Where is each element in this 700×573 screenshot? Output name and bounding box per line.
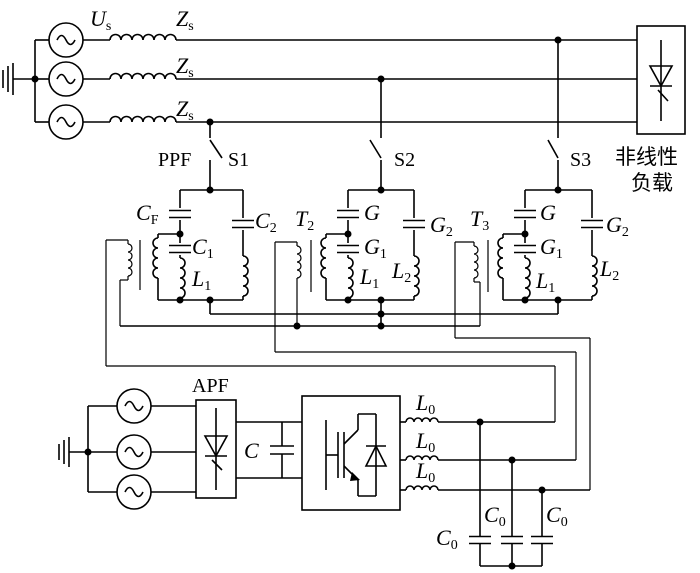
filter3-transformer-winding-icon [473, 245, 479, 279]
filter3-ind-l2-icon [591, 255, 598, 297]
output-inductor-c-icon [405, 485, 439, 491]
filter1-ind-l1-icon [179, 257, 186, 299]
ppf-switches: S1 S2 S3 PPF [158, 40, 591, 190]
filter3-cap-g1-icon [513, 244, 537, 254]
filter2-cap-g2-icon [402, 219, 426, 229]
filter2-g1-label: G1 [364, 234, 387, 262]
apf-source-phase-a-icon [116, 388, 152, 424]
inverter [301, 395, 401, 511]
filter2-g2-label: G2 [430, 212, 453, 240]
switch-s3-blade [547, 139, 559, 159]
grid-ground-icon [2, 63, 35, 95]
filter1-c2-label: C2 [255, 208, 277, 236]
filter1-cap-c1-icon [168, 244, 192, 254]
output-inductor-a-icon [405, 417, 439, 423]
filter3-ind-l1-icon [524, 257, 531, 299]
filter2-ind-l1-icon [347, 257, 354, 299]
apf-ground-icon [58, 437, 88, 467]
dc-link: C [236, 421, 302, 479]
freewheel-diode-icon [364, 414, 388, 496]
filter1-cap-cf-icon [168, 209, 192, 219]
apf-output-filter: L0 L0 L0 C0 C0 C0 [400, 390, 590, 570]
filter1-ind-l2-icon [242, 255, 249, 297]
dc-link-cap-label: C [244, 438, 259, 463]
source-impedance-c-label: Zs [176, 96, 194, 124]
grid-source-phase-a-icon [48, 22, 84, 58]
ppf-title: PPF [158, 149, 191, 171]
filter2-ind-l2-icon [413, 255, 420, 297]
load-label-line2: 负载 [631, 171, 673, 195]
filter2-l1-label: L1 [359, 264, 379, 292]
filter-cap-b-icon [500, 535, 524, 545]
coupling-wiring [105, 239, 591, 490]
source-impedance-b-icon [109, 72, 177, 80]
ppf-filter-3: G G1 L1 G2 L2 T3 [470, 186, 629, 304]
apf-source-section [58, 388, 196, 510]
filter2-cap-g-icon [336, 209, 360, 219]
filter2-parallel-ind-icon [320, 237, 327, 279]
load-label-line1: 非线性 [615, 145, 678, 169]
grid-source-phase-c-icon [48, 104, 84, 140]
rectifier-thyristor-icon [203, 408, 229, 490]
source-voltage-label: Us [90, 6, 111, 34]
filter3-g1-label: G1 [540, 234, 563, 262]
filter3-cap-g2-icon [580, 219, 604, 229]
filter-cap-c-icon [530, 535, 554, 545]
switch-s2-blade [369, 139, 382, 159]
filter1-cap-c2-icon [231, 219, 255, 229]
output-inductor-c-label: L0 [415, 458, 435, 486]
filter2-cap-g1-icon [336, 244, 360, 254]
filter-cap-a-label: C0 [436, 525, 458, 553]
ppf-filter-1: CF C1 L1 C2 [127, 186, 277, 304]
filter1-l1-label: L1 [191, 266, 211, 294]
filter-cap-b-label: C0 [484, 502, 506, 530]
filter3-l1-label: L1 [535, 268, 555, 296]
grid-source-section: Us Zs Zs Zs [2, 6, 637, 140]
apf-source-phase-b-icon [116, 434, 152, 470]
thyristor-load-icon [648, 40, 674, 121]
grid-source-phase-b-icon [48, 61, 84, 97]
switch-s1-label: S1 [228, 149, 249, 171]
apf-title: APF [192, 375, 229, 397]
switch-s1-blade [209, 139, 223, 159]
filter3-cap-g-icon [513, 209, 537, 219]
filter1-transformer-winding-icon [127, 243, 133, 277]
ppf-filter-2: G G1 L1 G2 L2 T2 [295, 186, 453, 304]
filter2-g-label: G [364, 200, 380, 225]
filter2-l2-label: L2 [391, 258, 411, 286]
source-impedance-c-icon [109, 115, 177, 123]
ppf-neutral-buses [120, 300, 559, 330]
filter3-t3-label: T3 [470, 206, 489, 234]
apf-rectifier: APF [192, 375, 237, 499]
switch-s3-label: S3 [570, 149, 591, 171]
filter-cap-c-label: C0 [546, 502, 568, 530]
filter2-transformer-winding-icon [296, 245, 302, 279]
source-impedance-a-icon [109, 33, 177, 41]
output-inductor-b-label: L0 [415, 428, 435, 456]
output-inductor-a-label: L0 [415, 390, 435, 418]
filter1-c1-label: C1 [192, 234, 214, 262]
filter3-parallel-ind-icon [497, 237, 504, 279]
filter1-cf-label: CF [136, 200, 159, 228]
apf-source-phase-c-icon [116, 474, 152, 510]
filter-cap-a-icon [468, 535, 492, 545]
igbt-icon [325, 413, 376, 497]
filter3-g2-label: G2 [606, 212, 629, 240]
filter2-t2-label: T2 [295, 206, 314, 234]
source-impedance-a-label: Zs [176, 6, 194, 34]
source-impedance-b-label: Zs [176, 53, 194, 81]
filter1-parallel-ind-icon [152, 237, 159, 279]
switch-s2-label: S2 [394, 149, 415, 171]
filter3-g-label: G [540, 200, 556, 225]
filter3-l2-label: L2 [599, 256, 619, 284]
nonlinear-load: 非线性 负载 [615, 25, 686, 195]
